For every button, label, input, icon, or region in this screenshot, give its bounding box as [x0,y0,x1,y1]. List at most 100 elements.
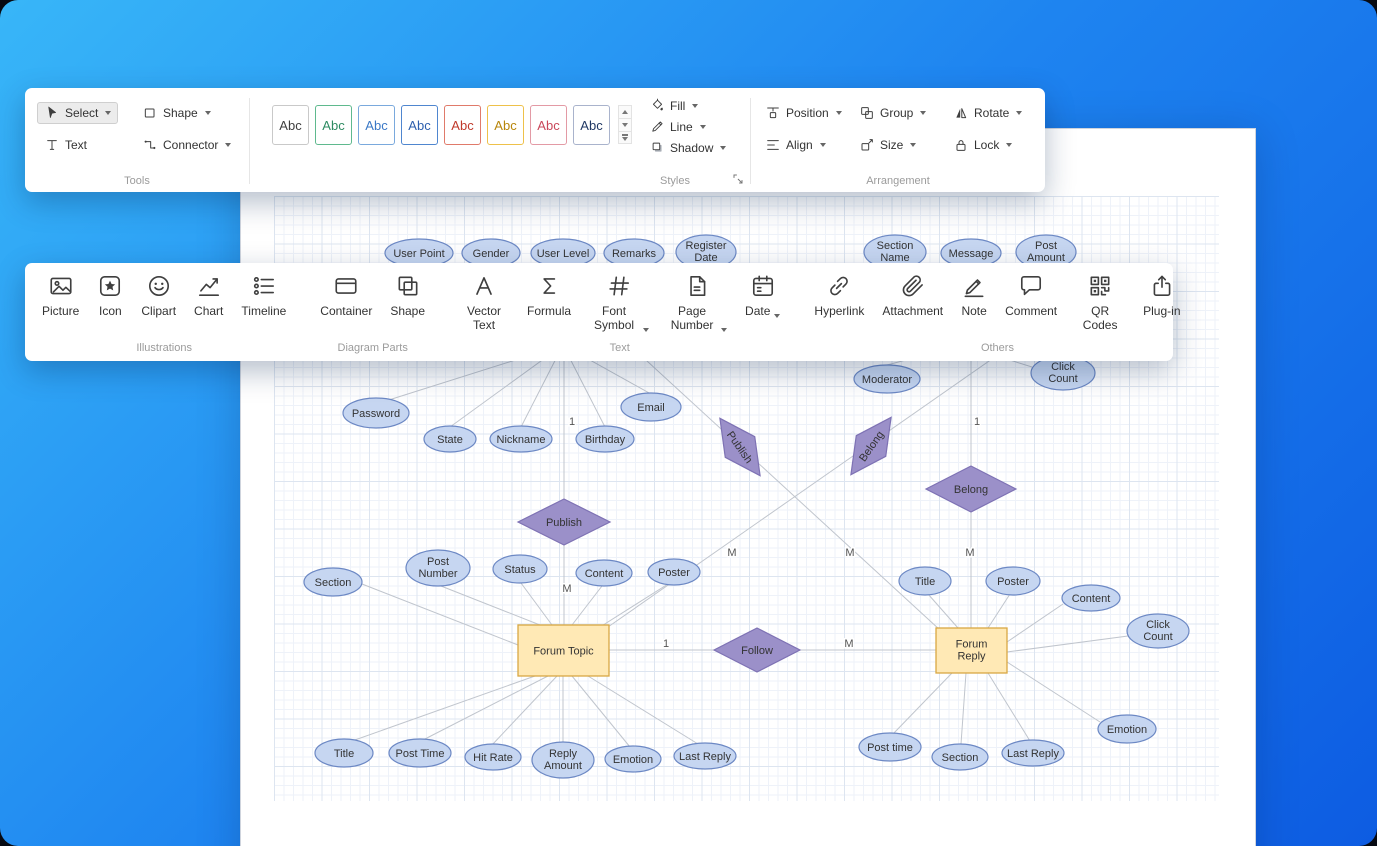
timeline-button[interactable]: Timeline [232,271,295,320]
er-attribute[interactable] [853,364,921,394]
er-attribute[interactable] [1001,739,1065,767]
er-attribute[interactable] [423,425,477,453]
er-attribute[interactable] [388,738,452,768]
style-swatch-4[interactable]: Abc [401,105,438,145]
er-attribute[interactable] [931,743,989,771]
er-relationship[interactable] [705,408,775,486]
er-attribute[interactable] [405,549,471,587]
er-connector[interactable] [634,349,941,631]
er-connector[interactable] [1006,603,1064,643]
er-connector[interactable] [571,675,631,748]
er-connector[interactable] [927,593,959,629]
er-connector[interactable] [1006,635,1129,653]
er-attribute[interactable] [342,397,410,429]
er-connector[interactable] [960,672,967,745]
dialog-launcher-button[interactable] [730,171,745,186]
hyperlink-button[interactable]: Hyperlink [805,271,873,320]
er-attribute[interactable] [620,392,682,422]
er-attribute[interactable] [985,566,1041,596]
connector-tool-button[interactable]: Connector [135,134,238,156]
align-button[interactable]: Align [765,137,859,153]
er-connector[interactable] [520,582,553,626]
qr-codes-button[interactable]: QR Codes [1066,271,1134,334]
attachment-button[interactable]: Attachment [873,271,952,320]
container-button[interactable]: Container [311,271,381,320]
er-connector[interactable] [987,593,1011,629]
date-button[interactable]: Date [736,271,789,320]
er-attribute[interactable] [898,566,952,596]
plug-in-button[interactable]: Plug-in [1134,271,1189,320]
formula-button[interactable]: Formula [518,271,580,320]
line-button[interactable]: Line [650,119,750,134]
style-swatch-3[interactable]: Abc [358,105,395,145]
style-swatch-1[interactable]: Abc [272,105,309,145]
er-connector[interactable] [892,672,953,735]
er-attribute[interactable] [492,554,548,584]
style-swatch-2[interactable]: Abc [315,105,352,145]
er-attribute[interactable] [858,732,922,762]
er-attribute[interactable] [673,742,737,770]
style-swatch-7[interactable]: Abc [530,105,567,145]
text-tool-button[interactable]: Text [37,134,94,156]
style-swatch-5[interactable]: Abc [444,105,481,145]
select-tool-button[interactable]: Select [37,101,119,124]
vector-text-button[interactable]: Vector Text [450,271,518,334]
chart-button[interactable]: Chart [185,271,232,320]
er-connector[interactable] [361,583,519,646]
er-attribute[interactable] [303,567,363,597]
styles-scroll-down-button[interactable] [618,118,632,131]
er-connector[interactable] [587,675,699,745]
font-symbol-button[interactable]: Font Symbol [580,271,658,334]
er-connector[interactable] [422,675,549,741]
shape-tool-button[interactable]: Shape [135,102,218,124]
styles-scroll-up-button[interactable] [618,105,632,118]
shadow-button[interactable]: Shadow [650,140,750,155]
page-number-button[interactable]: Page Number [658,271,736,334]
er-relationship[interactable] [836,407,906,485]
picture-button[interactable]: Picture [33,271,88,320]
er-connector[interactable] [491,675,558,746]
er-connector[interactable] [1006,661,1101,723]
er-connector[interactable] [351,675,536,742]
er-attribute[interactable] [604,745,662,773]
note-button[interactable]: Note [952,271,996,320]
er-attribute[interactable] [1126,613,1190,649]
clipart-button[interactable]: Clipart [132,271,185,320]
group-button[interactable]: Group [859,105,953,121]
er-connector[interactable] [987,672,1031,742]
position-button[interactable]: Position [765,105,859,121]
fill-button[interactable]: Fill [650,98,750,113]
er-entity[interactable] [935,627,1008,674]
er-relationship[interactable] [712,627,802,673]
lock-button[interactable]: Lock [953,137,1045,153]
er-attribute[interactable] [1097,714,1157,744]
chevron-down-icon [720,145,727,150]
style-swatch-6[interactable]: Abc [487,105,524,145]
er-attribute[interactable] [489,425,553,453]
size-button[interactable]: Size [859,137,953,153]
er-cardinality-label: M [965,547,974,559]
button-label: Vector Text [467,304,502,332]
er-attribute[interactable] [647,558,701,586]
icon-button[interactable]: Icon [88,271,132,320]
er-attribute[interactable] [575,559,633,587]
er-attribute-label: Status [504,564,536,576]
er-attribute[interactable] [314,738,374,768]
er-relationship[interactable] [924,465,1018,513]
er-connector[interactable] [571,585,603,626]
er-attribute[interactable] [464,743,522,771]
comment-button[interactable]: Comment [996,271,1066,320]
styles-gallery-more-button[interactable] [618,131,632,144]
er-entity[interactable] [517,624,610,677]
er-attribute[interactable] [531,741,595,779]
er-connector[interactable] [440,585,541,626]
rotate-button[interactable]: Rotate [953,105,1045,121]
button-label: Position [786,105,829,120]
shape-button[interactable]: Shape [381,271,434,320]
er-attribute[interactable] [575,425,635,453]
er-connector[interactable] [599,583,669,628]
style-swatch-8[interactable]: Abc [573,105,610,145]
er-relationship[interactable] [516,498,612,546]
er-attribute[interactable] [1061,584,1121,612]
